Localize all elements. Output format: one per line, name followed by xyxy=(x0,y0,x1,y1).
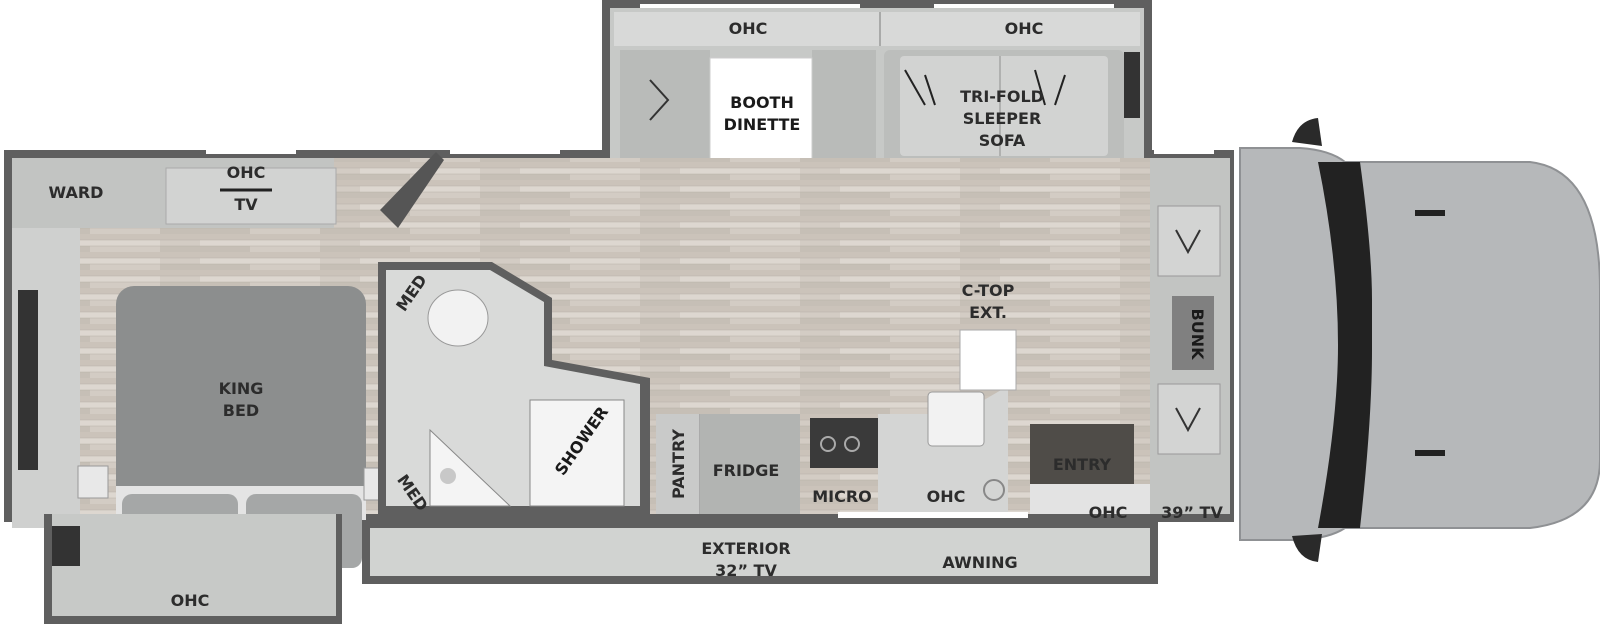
label-tv-bedroom: TV xyxy=(234,195,258,214)
label-entry: ENTRY xyxy=(1053,455,1112,474)
label-ward: WARD xyxy=(49,183,104,202)
dinette-bench-left xyxy=(620,50,710,170)
mirror-top xyxy=(1292,118,1322,146)
label-sofa-1: TRI-FOLD xyxy=(960,87,1044,106)
label-awning: AWNING xyxy=(942,553,1017,572)
label-micro: MICRO xyxy=(812,487,872,506)
kitchen-sink xyxy=(927,391,985,447)
label-ctop-ext: EXT. xyxy=(969,303,1007,322)
awning xyxy=(370,528,1150,576)
label-ctop: C-TOP xyxy=(962,281,1015,300)
dinette-table xyxy=(709,57,813,175)
bedroom-door xyxy=(380,152,444,228)
shower xyxy=(529,399,625,507)
label-exterior-tv: 32” TV xyxy=(715,561,777,580)
label-bed: BED xyxy=(223,401,259,420)
rear-overhead-cabinet xyxy=(52,514,336,616)
label-bunk: BUNK xyxy=(1188,309,1207,361)
label-tv-front: 39” TV xyxy=(1161,503,1223,522)
slide-window xyxy=(1124,52,1140,118)
toilet xyxy=(427,289,489,347)
label-ohc-kitchen: OHC xyxy=(927,487,966,506)
label-ohc-slide-right: OHC xyxy=(1005,19,1044,38)
slide-overhead-cabinets xyxy=(614,12,1140,46)
label-exterior: EXTERIOR xyxy=(701,539,790,558)
windshield xyxy=(1318,162,1372,528)
label-sofa-2: SLEEPER xyxy=(963,109,1042,128)
label-pantry: PANTRY xyxy=(669,429,688,499)
label-ohc-slide-left: OHC xyxy=(729,19,768,38)
rear-window xyxy=(18,290,38,470)
countertop-extension xyxy=(959,329,1017,391)
label-ohc-tv-top: OHC xyxy=(227,163,266,182)
label-sofa-3: SOFA xyxy=(979,131,1026,150)
label-dinette: DINETTE xyxy=(724,115,801,134)
label-ohc-rear: OHC xyxy=(171,591,210,610)
entry-step xyxy=(1030,424,1134,484)
bedroom-tv-cabinet xyxy=(165,167,337,225)
wiper-top xyxy=(1415,210,1445,216)
bunk-area xyxy=(1172,296,1214,370)
vehicle-cab xyxy=(1239,118,1600,562)
label-king: KING xyxy=(219,379,264,398)
mirror-bottom xyxy=(1292,534,1322,562)
bath-sink xyxy=(429,428,512,507)
dinette-bench-right xyxy=(812,50,876,170)
king-bed xyxy=(116,286,366,522)
label-ohc-front: OHC xyxy=(1089,503,1128,522)
wiper-bottom xyxy=(1415,450,1445,456)
label-fridge: FRIDGE xyxy=(713,461,780,480)
label-booth: BOOTH xyxy=(730,93,794,112)
